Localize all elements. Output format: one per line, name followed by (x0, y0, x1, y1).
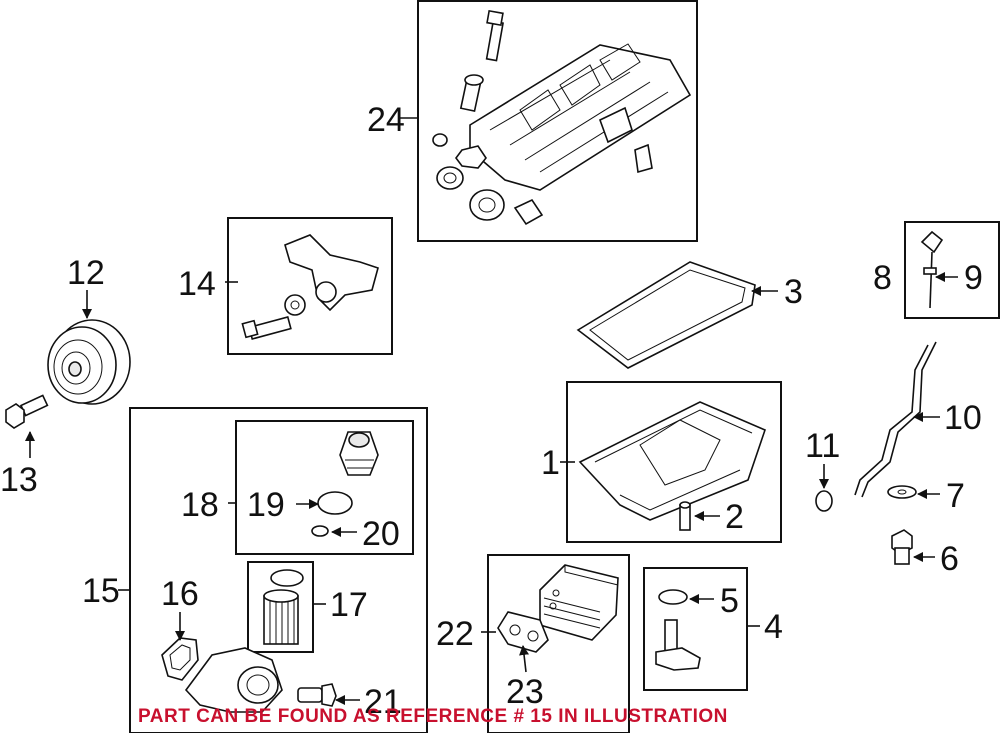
dipstick-drawing (920, 230, 944, 309)
callout-3: 3 (784, 273, 803, 311)
callout-8: 8 (873, 259, 892, 297)
washer-drawing (887, 485, 917, 499)
drain-plug-drawing (891, 529, 913, 565)
box-dipstick (904, 221, 1000, 319)
callout-19: 19 (247, 486, 285, 524)
callout-24: 24 (367, 101, 405, 139)
oil-pan-drawing (578, 401, 766, 521)
oil-cooler-drawing (497, 564, 619, 653)
box-oil-pump (227, 217, 393, 355)
callout-20: 20 (362, 515, 400, 553)
box-sensor (643, 567, 748, 691)
callout-16: 16 (161, 575, 199, 613)
oil-pan-gasket-drawing (576, 261, 756, 369)
callout-10: 10 (944, 399, 982, 437)
intake-manifold-drawing (432, 9, 692, 226)
box-oil-cooler (487, 554, 630, 733)
callout-23: 23 (506, 673, 544, 711)
callout-4: 4 (764, 608, 783, 646)
callout-6: 6 (940, 540, 959, 578)
filter-housing-drawing (184, 647, 283, 713)
callout-22: 22 (436, 615, 474, 653)
callout-11: 11 (805, 427, 840, 465)
callout-15: 15 (82, 572, 120, 610)
dowel-pin-drawing (679, 501, 691, 531)
dipstick-tube-drawing (854, 341, 937, 498)
callout-5: 5 (720, 582, 739, 620)
box-intake-manifold (417, 0, 698, 242)
callout-2: 2 (725, 498, 744, 536)
filter-element-drawing (263, 569, 304, 645)
box-filter-element (247, 561, 314, 653)
o-ring-11-drawing (815, 490, 833, 512)
oil-pump-drawing (241, 234, 379, 340)
housing-gasket-drawing (161, 637, 199, 681)
callout-14: 14 (178, 265, 216, 303)
pulley-bolt-drawing (5, 394, 49, 429)
box-filter-housing (129, 407, 428, 733)
callout-12: 12 (67, 254, 105, 292)
leader-lines (25, 117, 958, 705)
filter-cap-drawing (311, 431, 379, 537)
callout-21: 21 (364, 683, 402, 721)
callout-13: 13 (0, 461, 38, 499)
oil-level-sensor-drawing (655, 589, 701, 671)
pressure-switch-drawing (297, 683, 337, 707)
box-filter-cap (235, 420, 414, 555)
callout-7: 7 (946, 477, 965, 515)
callout-17: 17 (330, 586, 368, 624)
callout-1: 1 (541, 444, 560, 482)
callout-9: 9 (964, 259, 983, 297)
pulley-drawing (47, 319, 131, 405)
reference-notice: PART CAN BE FOUND AS REFERENCE # 15 IN I… (138, 706, 728, 727)
callout-18: 18 (181, 486, 219, 524)
callouts: 1 2 3 4 5 6 7 8 9 10 11 12 13 14 15 16 1… (0, 101, 983, 721)
